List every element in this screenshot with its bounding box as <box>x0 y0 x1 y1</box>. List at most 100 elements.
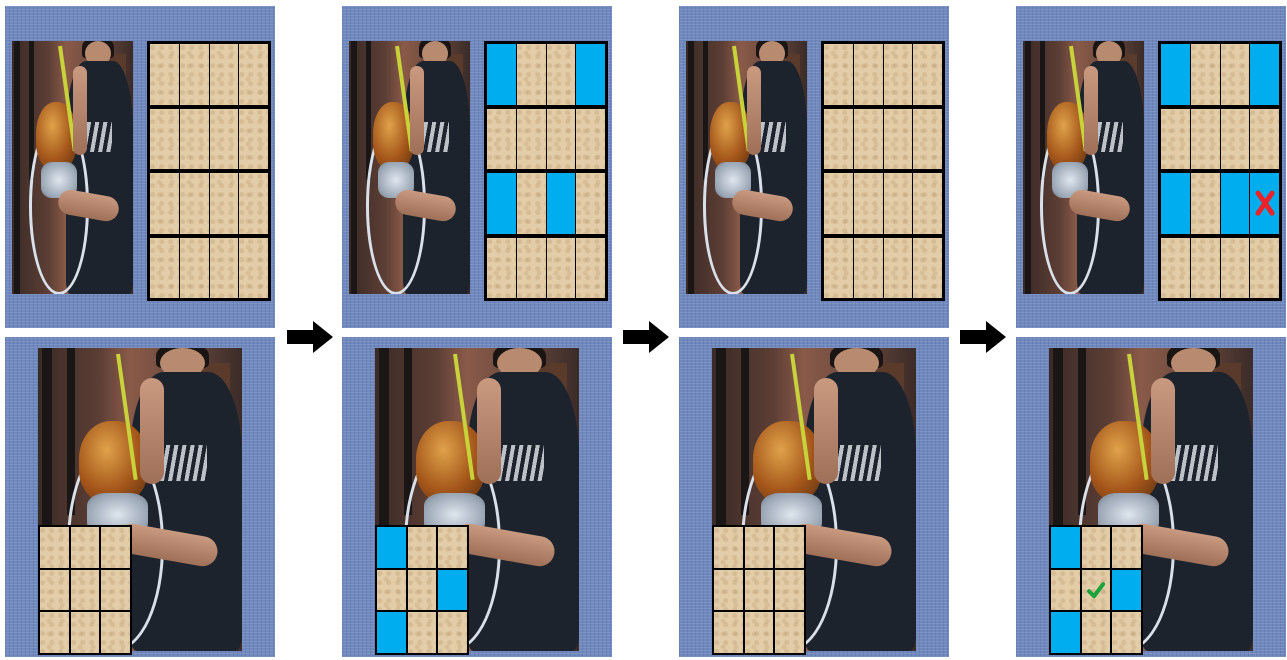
grid-cell-active <box>377 527 406 568</box>
grid-cell <box>150 109 179 170</box>
grid-cell <box>547 44 576 105</box>
right-arrow-icon <box>960 321 1006 353</box>
grid-cell <box>180 238 209 299</box>
grid-cell <box>714 570 743 611</box>
window-frame <box>688 41 694 294</box>
grid-cell <box>824 173 853 234</box>
raised-arm <box>1151 378 1175 484</box>
grid-cell-active <box>1221 173 1250 234</box>
grid-cell <box>71 527 100 568</box>
grid-cell <box>71 570 100 611</box>
top-grid <box>1158 41 1282 301</box>
grid-cell-active <box>1051 612 1080 653</box>
grid-cell <box>745 612 774 653</box>
grid-cell <box>377 570 406 611</box>
grid-cell <box>576 238 605 299</box>
grid-cell <box>150 44 179 105</box>
grid-cell <box>884 238 913 299</box>
grid-cell <box>547 238 576 299</box>
grid-cell <box>1221 109 1250 170</box>
grid-cell <box>40 612 69 653</box>
top-panel-stage-4 <box>1016 6 1286 328</box>
window-frame <box>14 41 20 294</box>
grid-cell <box>913 109 942 170</box>
grid-cell <box>854 173 883 234</box>
check-icon <box>1082 570 1111 611</box>
grid-cell <box>775 570 804 611</box>
raised-arm <box>477 378 501 484</box>
grid-cell <box>854 238 883 299</box>
grid-cell <box>239 173 268 234</box>
grid-cell <box>210 44 239 105</box>
grid-cell <box>1250 109 1279 170</box>
grid-cell <box>745 570 774 611</box>
grid-cell <box>438 527 467 568</box>
grid-cell <box>210 109 239 170</box>
grid-cell <box>438 612 467 653</box>
right-arrow-icon <box>623 321 669 353</box>
grid-cell <box>854 44 883 105</box>
grid-cell <box>1221 44 1250 105</box>
grid-cell <box>1191 238 1220 299</box>
bottle <box>1090 421 1159 503</box>
top-grid <box>821 41 945 301</box>
top-panel-stage-2 <box>342 6 612 328</box>
grid-cell <box>101 612 130 653</box>
raised-arm <box>814 378 838 484</box>
grid-cell <box>517 238 546 299</box>
grid-cell-active <box>377 612 406 653</box>
cross-icon <box>1250 173 1279 234</box>
grid-cell <box>180 44 209 105</box>
bottom-panel-stage-3 <box>679 337 949 657</box>
grid-cell <box>239 109 268 170</box>
raised-arm <box>73 66 88 155</box>
grid-cell <box>714 612 743 653</box>
grid-cell <box>150 238 179 299</box>
bottle <box>753 421 822 503</box>
person-photo <box>12 41 133 294</box>
person-photo <box>1023 41 1144 294</box>
grid-cell-active <box>547 173 576 234</box>
grid-cell <box>547 109 576 170</box>
grid-cell <box>40 527 69 568</box>
bottom-grid <box>1049 525 1143 655</box>
grid-cell <box>239 238 268 299</box>
grid-cell-active <box>1161 44 1190 105</box>
grid-cell <box>517 173 546 234</box>
top-grid <box>484 41 608 301</box>
grid-cell <box>824 44 853 105</box>
raised-arm <box>410 66 425 155</box>
grid-cell <box>884 109 913 170</box>
top-panel-stage-3 <box>679 6 949 328</box>
grid-cell <box>775 612 804 653</box>
grid-cell <box>408 612 437 653</box>
bottom-panel-stage-1 <box>5 337 275 657</box>
grid-cell <box>1082 570 1111 611</box>
grid-cell <box>1221 238 1250 299</box>
grid-cell <box>517 109 546 170</box>
grid-cell <box>1161 238 1190 299</box>
right-arrow-icon <box>287 321 333 353</box>
grid-cell <box>913 238 942 299</box>
grid-cell <box>101 570 130 611</box>
window-frame <box>1025 41 1031 294</box>
grid-cell-active <box>576 44 605 105</box>
grid-cell <box>1082 612 1111 653</box>
grid-cell-active <box>1250 173 1279 234</box>
bottom-grid <box>375 525 469 655</box>
grid-cell <box>824 238 853 299</box>
grid-cell <box>745 527 774 568</box>
grid-cell <box>517 44 546 105</box>
grid-cell <box>210 238 239 299</box>
grid-cell-active <box>487 44 516 105</box>
raised-arm <box>747 66 762 155</box>
grid-cell <box>71 612 100 653</box>
window-frame <box>351 41 357 294</box>
raised-arm <box>140 378 164 484</box>
grid-cell <box>1161 109 1190 170</box>
grid-cell-active <box>1051 527 1080 568</box>
grid-cell <box>1191 109 1220 170</box>
grid-cell <box>913 44 942 105</box>
grid-cell <box>1250 238 1279 299</box>
